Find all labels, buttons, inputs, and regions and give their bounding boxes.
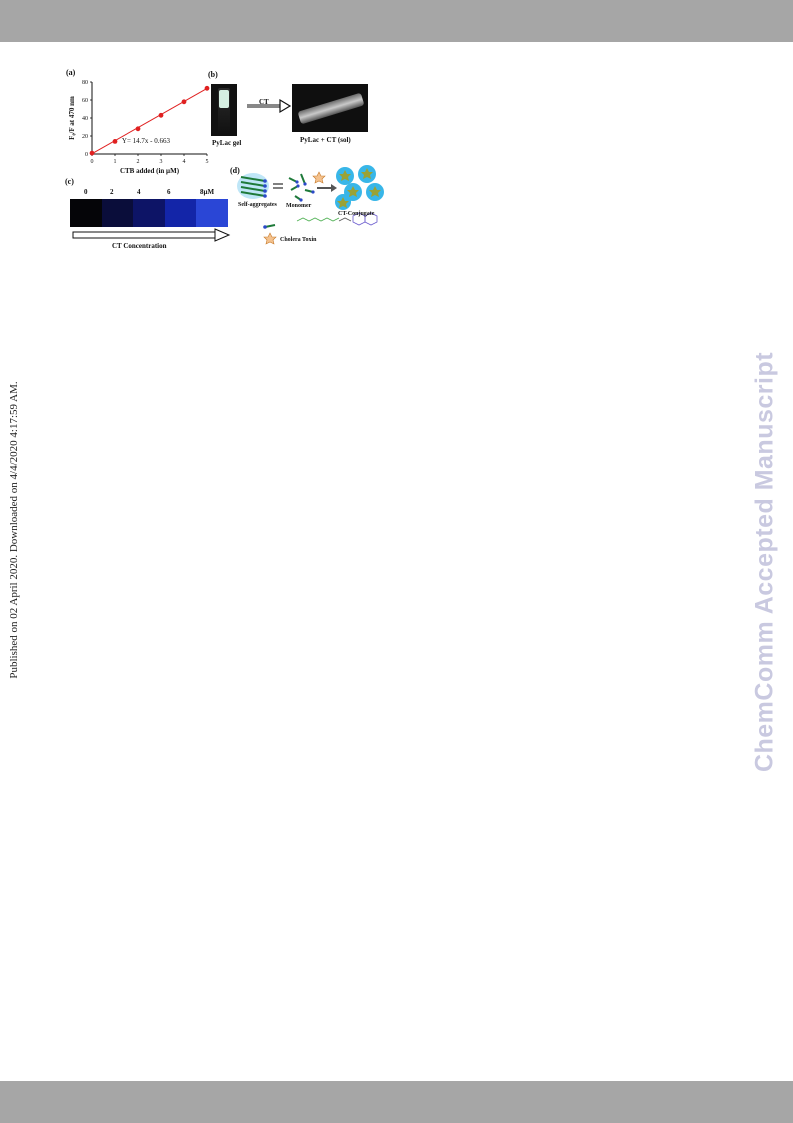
x-tick-label: 0 (91, 159, 94, 165)
fit-equation: Y= 14.7x - 0.663 (122, 137, 171, 145)
y-tick-label: 0 (85, 152, 88, 158)
strip-cell (165, 199, 196, 227)
monomer-graphic (288, 173, 314, 201)
conc-label-8: 8µM (200, 188, 215, 196)
conc-label-2: 2 (110, 188, 114, 196)
y-axis-label: F₀/F at 470 nm (68, 96, 76, 140)
concentration-arrow (72, 228, 231, 242)
self-aggregates-graphic (237, 173, 269, 199)
caption-pylac-ct-sol: PyLac + CT (sol) (300, 136, 351, 144)
data-point (135, 126, 141, 132)
data-point (204, 85, 210, 91)
conc-label-0: 0 (84, 188, 88, 196)
arrow-label-ct: CT (259, 98, 269, 106)
gel-vial (218, 88, 230, 134)
data-point (158, 112, 164, 118)
legend-toxin-icon (263, 232, 277, 245)
publication-info: Published on 02 April 2020. Downloaded o… (8, 381, 20, 679)
conc-label-6: 6 (167, 188, 171, 196)
binding-arrow (317, 184, 337, 192)
strip-cell (102, 199, 133, 227)
x-tick-label: 4 (183, 159, 186, 165)
equilibrium-sign (273, 183, 283, 189)
x-tick-label: 5 (206, 159, 209, 165)
x-tick-label: 2 (137, 159, 140, 165)
y-tick-label: 20 (82, 134, 88, 140)
data-point (89, 150, 95, 156)
panel-b-label: (b) (208, 70, 218, 79)
data-point (112, 139, 118, 144)
y-tick-label: 60 (82, 98, 88, 104)
gel-plug (219, 90, 229, 108)
reaction-arrow (247, 98, 292, 114)
caption-pylac-gel: PyLac gel (212, 139, 242, 147)
y-tick-label: 40 (82, 116, 88, 122)
molecule-structure (296, 212, 378, 226)
x-axis-label: CTB added (in µM) (120, 167, 180, 175)
panel-d-label: (d) (230, 166, 240, 175)
conc-label-4: 4 (137, 188, 141, 196)
top-header-bar (0, 0, 793, 42)
bottom-footer-bar (0, 1081, 793, 1123)
legend-monomer-icon (263, 224, 276, 229)
sol-vial (297, 92, 365, 125)
x-tick-label: 3 (160, 159, 163, 165)
strip-cell (70, 199, 102, 227)
gel-tube-photo (211, 84, 237, 136)
fluorescence-strip (70, 199, 228, 227)
concentration-arrow-label: CT Concentration (112, 242, 167, 250)
strip-cell (196, 199, 228, 227)
sol-tube-photo (292, 84, 368, 132)
label-ct-conjugate: CT-Conjugate (338, 211, 375, 217)
toxin-star-icon (312, 171, 326, 184)
panel-a-label: (a) (66, 68, 76, 77)
conjugate-graphic (335, 165, 384, 210)
fit-line (91, 88, 208, 155)
panel-c-label: (c) (65, 177, 74, 186)
x-tick-label: 1 (114, 159, 117, 165)
y-tick-label: 80 (82, 80, 88, 86)
monomer-heads (295, 180, 315, 202)
legend-cholera-toxin: Cholera Toxin (280, 237, 317, 243)
label-monomer: Monomer (286, 203, 312, 209)
label-self-aggregates: Self-aggregates (238, 202, 277, 208)
accepted-manuscript-watermark: ChemComm Accepted Manuscript (750, 351, 779, 773)
strip-cell (133, 199, 165, 227)
panel-d-scheme (237, 165, 384, 245)
data-point (181, 99, 187, 105)
